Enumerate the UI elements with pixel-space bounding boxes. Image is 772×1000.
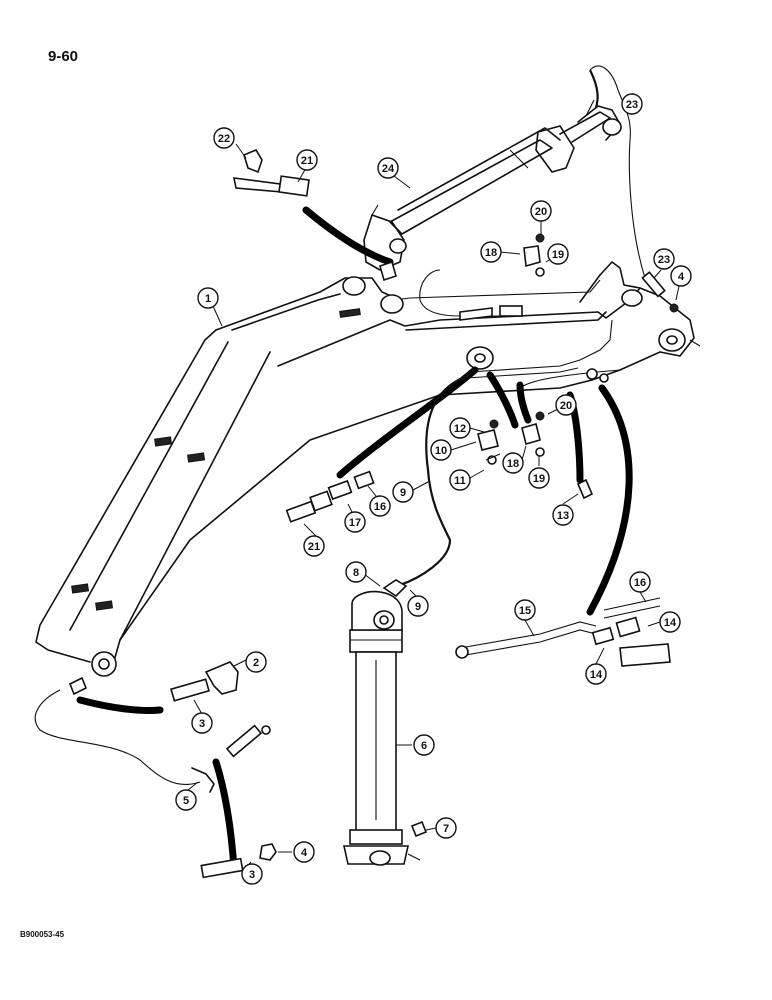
callout-4: 4 xyxy=(670,265,692,287)
svg-text:17: 17 xyxy=(349,517,361,529)
cylinder-upper xyxy=(363,99,622,271)
hose-23-top xyxy=(589,69,599,109)
callout-3: 3 xyxy=(241,863,263,885)
callout-14: 14 xyxy=(659,611,681,633)
svg-text:19: 19 xyxy=(533,473,545,485)
hose-9 xyxy=(399,373,471,587)
callout-21: 21 xyxy=(303,535,325,557)
leader-lines xyxy=(187,103,680,871)
callout-13: 13 xyxy=(552,504,574,526)
svg-text:21: 21 xyxy=(308,541,320,553)
svg-text:9: 9 xyxy=(400,487,406,499)
svg-text:22: 22 xyxy=(218,133,230,145)
callout-2: 2 xyxy=(245,651,267,673)
svg-text:3: 3 xyxy=(249,869,255,881)
svg-text:9: 9 xyxy=(415,601,421,613)
callout-11: 11 xyxy=(449,469,471,491)
svg-text:2: 2 xyxy=(253,657,259,669)
fittings xyxy=(68,148,679,879)
svg-text:8: 8 xyxy=(353,567,359,579)
svg-text:4: 4 xyxy=(678,271,685,283)
cylinder-vertical xyxy=(343,590,421,866)
callout-4: 4 xyxy=(293,841,315,863)
callout-14: 14 xyxy=(585,663,607,685)
svg-text:16: 16 xyxy=(374,501,386,513)
callout-7: 7 xyxy=(435,817,457,839)
callout-1: 1 xyxy=(197,287,219,309)
drawing-code: B900053-45 xyxy=(20,930,65,939)
callout-16: 16 xyxy=(369,495,391,517)
svg-text:14: 14 xyxy=(590,669,603,681)
callout-6: 6 xyxy=(413,734,435,756)
svg-text:20: 20 xyxy=(560,400,572,412)
tube-16-a xyxy=(603,597,661,611)
svg-text:19: 19 xyxy=(552,249,564,261)
callout-18: 18 xyxy=(502,452,524,474)
callout-23: 23 xyxy=(621,93,643,115)
svg-text:16: 16 xyxy=(634,577,646,589)
svg-text:24: 24 xyxy=(382,163,395,175)
hose-3-left xyxy=(76,696,164,714)
callout-15: 15 xyxy=(514,599,536,621)
svg-text:3: 3 xyxy=(199,718,205,730)
boom xyxy=(35,261,701,677)
svg-text:14: 14 xyxy=(664,617,677,629)
tube-5 xyxy=(34,689,201,786)
svg-text:18: 18 xyxy=(485,247,497,259)
svg-text:18: 18 xyxy=(507,458,519,470)
tube-left-boom xyxy=(419,269,520,317)
callout-20: 20 xyxy=(555,394,577,416)
svg-text:21: 21 xyxy=(301,155,313,167)
callout-5: 5 xyxy=(175,789,197,811)
callout-22: 22 xyxy=(213,127,235,149)
svg-text:7: 7 xyxy=(443,823,449,835)
svg-text:6: 6 xyxy=(421,740,427,752)
tube-23 xyxy=(589,65,646,279)
callout-12: 12 xyxy=(449,417,471,439)
callout-3: 3 xyxy=(191,712,213,734)
callout-19: 19 xyxy=(528,467,550,489)
hoses xyxy=(34,65,661,872)
svg-text:1: 1 xyxy=(205,293,211,305)
svg-text:11: 11 xyxy=(454,475,466,487)
hose-18 xyxy=(516,381,532,424)
callout-10: 10 xyxy=(430,439,452,461)
page-number: 9-60 xyxy=(48,48,79,65)
hose-12 xyxy=(486,371,519,429)
hose-3-lower xyxy=(212,758,238,872)
svg-text:20: 20 xyxy=(535,206,547,218)
tube-15-b xyxy=(459,629,597,657)
tube-boom-right xyxy=(469,319,613,373)
callout-18: 18 xyxy=(480,241,502,263)
svg-text:5: 5 xyxy=(183,795,189,807)
callout-21: 21 xyxy=(296,149,318,171)
callout-16: 16 xyxy=(629,571,651,593)
callout-19: 19 xyxy=(547,243,569,265)
svg-text:23: 23 xyxy=(658,254,670,266)
callout-23: 23 xyxy=(653,248,675,270)
hose-14 xyxy=(586,384,633,616)
callout-20: 20 xyxy=(530,200,552,222)
svg-text:12: 12 xyxy=(454,423,466,435)
callout-9: 9 xyxy=(407,595,429,617)
hose-21-upper xyxy=(302,206,394,266)
svg-text:23: 23 xyxy=(626,99,638,111)
svg-text:13: 13 xyxy=(557,510,569,522)
callout-24: 24 xyxy=(377,157,399,179)
svg-text:10: 10 xyxy=(435,445,447,457)
callout-8: 8 xyxy=(345,561,367,583)
svg-text:15: 15 xyxy=(519,605,531,617)
svg-text:4: 4 xyxy=(301,847,308,859)
tube-15-a xyxy=(459,621,597,649)
callout-17: 17 xyxy=(344,511,366,533)
hose-17 xyxy=(336,366,479,479)
callout-9: 9 xyxy=(392,481,414,503)
